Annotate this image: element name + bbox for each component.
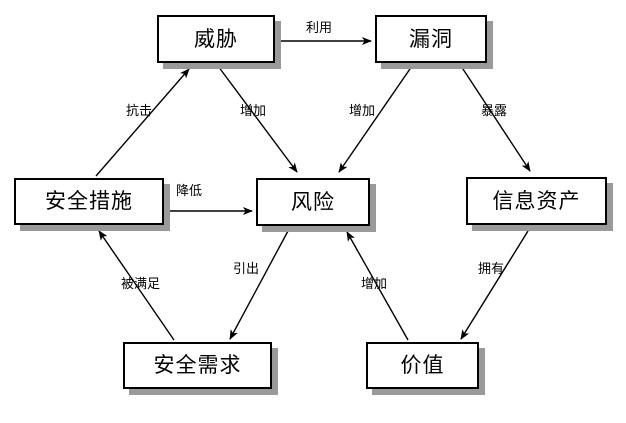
node-value-label: 价值 [400,353,445,377]
node-value[interactable]: 价值 [366,342,479,389]
edge-value-increases-risk [346,231,409,341]
edge-control-counters-threat [95,68,190,177]
edge-label-vuln-exposes-asset: 暴露 [481,104,508,119]
node-security-requirement-label: 安全需求 [153,353,242,377]
edge-label-vuln-increases-risk: 增加 [349,104,376,119]
edge-label-control-counters-threat: 抗击 [126,104,153,119]
edge-vuln-exposes-asset [460,65,531,172]
node-security-control[interactable]: 安全措施 [14,178,164,225]
edge-label-asset-has-value: 拥有 [478,262,505,277]
edge-need-satisfied-by-control [98,230,175,341]
node-vulnerability-label: 漏洞 [409,26,453,51]
edge-label-need-satisfied-by-control: 被满足 [121,277,161,292]
edge-vuln-increases-risk [338,65,413,173]
edge-label-control-reduces-risk: 降低 [176,184,203,199]
edge-label-threat-increases-risk: 增加 [240,104,267,119]
edge-label-threat-exploits-vuln: 利用 [306,21,333,36]
edge-risk-derives-need [229,230,289,340]
edge-label-value-increases-risk: 增加 [361,277,388,292]
node-vulnerability[interactable]: 漏洞 [375,15,487,63]
node-threat-label: 威胁 [194,26,238,51]
node-risk-label: 风险 [291,189,335,214]
node-threat[interactable]: 威胁 [157,15,275,63]
node-risk[interactable]: 风险 [256,178,370,226]
node-security-requirement[interactable]: 安全需求 [123,342,272,389]
edge-asset-has-value [460,230,529,340]
edge-threat-increases-risk [217,65,298,173]
edge-label-risk-derives-need: 引出 [233,262,260,277]
node-information-asset-label: 信息资产 [492,188,581,213]
node-information-asset[interactable]: 信息资产 [466,177,607,225]
node-security-control-label: 安全措施 [45,189,133,213]
